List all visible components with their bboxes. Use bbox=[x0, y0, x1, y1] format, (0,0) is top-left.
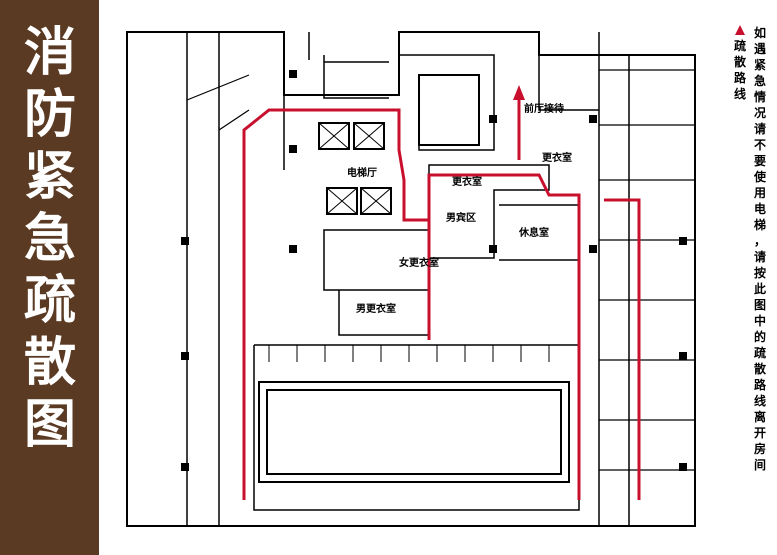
elevator bbox=[318, 122, 350, 150]
title-char: 紧 bbox=[23, 147, 76, 207]
floor-plan: 前厅接待 电梯厅 更衣室 男宾区 休息室 女更衣室 男更衣室 更衣室 bbox=[99, 0, 723, 555]
corridor-wall bbox=[186, 74, 250, 131]
instruction-char: 此 bbox=[753, 282, 766, 296]
instruction-char: 电 bbox=[753, 202, 766, 216]
route-line bbox=[242, 108, 581, 500]
title-char: 疏 bbox=[23, 271, 76, 331]
pool-room-wall bbox=[253, 344, 580, 511]
room-label-locker-room: 更衣室 bbox=[452, 175, 482, 188]
instruction-char: 况 bbox=[753, 106, 766, 120]
instruction-char: 线 bbox=[753, 394, 766, 408]
legend-char: 散 bbox=[733, 55, 746, 69]
title-char: 急 bbox=[23, 209, 76, 269]
elevator-cross bbox=[318, 122, 392, 215]
instruction-char: 按 bbox=[753, 266, 766, 280]
corridor-wall bbox=[186, 32, 220, 526]
title-char: 消 bbox=[23, 23, 76, 83]
instruction-char: 如 bbox=[753, 26, 766, 40]
instruction-char: 遇 bbox=[753, 42, 766, 56]
instruction-char: 中 bbox=[753, 314, 766, 328]
room-label-front-desk: 前厅接待 bbox=[524, 102, 564, 115]
inner-wall bbox=[283, 32, 389, 170]
legend-char: 路 bbox=[733, 71, 746, 85]
legend: 疏 散 路 线 bbox=[733, 25, 747, 102]
instruction-char: 离 bbox=[753, 410, 766, 424]
elevator bbox=[353, 122, 385, 150]
evacuation-instruction: 如遇紧急情况请不要使用电梯，请按此图中的疏散路线离开房间 bbox=[752, 25, 768, 473]
instruction-char: 路 bbox=[753, 378, 766, 392]
instruction-char: 紧 bbox=[753, 58, 766, 72]
legend-panel bbox=[723, 0, 777, 555]
room-label-lounge: 休息室 bbox=[518, 226, 549, 239]
map-title: 消 防 紧 急 疏 散 图 bbox=[18, 22, 82, 456]
outer-wall bbox=[126, 31, 696, 527]
instruction-char: 情 bbox=[753, 90, 766, 104]
floor-plan-drawing: 前厅接待 电梯厅 更衣室 男宾区 休息室 女更衣室 男更衣室 更衣室 bbox=[126, 31, 696, 527]
elevator-core bbox=[418, 74, 480, 146]
locker-wall bbox=[323, 229, 430, 336]
legend-char: 疏 bbox=[733, 39, 746, 53]
evacuation-route bbox=[242, 98, 641, 500]
instruction-char: 梯 bbox=[753, 218, 766, 232]
instruction-char: 疏 bbox=[753, 346, 766, 360]
instruction-char: 间 bbox=[753, 458, 766, 472]
instruction-char: 使 bbox=[753, 170, 766, 184]
legend-char: 线 bbox=[733, 87, 746, 101]
room-label-small-room: 更衣室 bbox=[542, 151, 572, 164]
title-panel: 消 防 紧 急 疏 散 图 bbox=[0, 0, 99, 555]
elevator bbox=[360, 187, 392, 215]
title-char: 散 bbox=[23, 333, 76, 393]
inner-wall bbox=[538, 55, 599, 111]
instruction-char: 散 bbox=[753, 362, 766, 376]
instruction-char: 用 bbox=[753, 186, 766, 200]
room-label-mens-locker: 男更衣室 bbox=[356, 302, 396, 315]
instruction-char: 开 bbox=[753, 426, 766, 440]
title-char: 图 bbox=[23, 395, 76, 455]
instruction-char: 请 bbox=[753, 122, 766, 136]
elevator bbox=[326, 187, 358, 215]
pool-inner bbox=[266, 389, 562, 475]
instruction-char: 图 bbox=[753, 298, 766, 312]
instruction-char: 急 bbox=[753, 74, 766, 88]
inner-wall bbox=[599, 69, 695, 471]
room-label-womens-locker: 女更衣室 bbox=[399, 256, 439, 269]
mens-area-wall bbox=[428, 164, 550, 259]
inner-wall bbox=[598, 32, 630, 526]
instruction-char: 要 bbox=[753, 154, 766, 168]
instruction-char: 不 bbox=[753, 138, 766, 152]
shower-stall bbox=[268, 345, 550, 362]
pool-outer bbox=[258, 381, 570, 483]
instruction-char: 的 bbox=[753, 330, 766, 344]
room-label-elevator-hall: 电梯厅 bbox=[347, 166, 377, 179]
room-label-mens-guest-area: 男宾区 bbox=[446, 211, 476, 224]
title-char: 防 bbox=[23, 85, 76, 145]
route-line bbox=[604, 198, 641, 500]
structural-columns bbox=[181, 70, 687, 471]
instruction-char: 请 bbox=[753, 250, 766, 264]
instruction-char: ， bbox=[753, 234, 766, 248]
route-marker-icon bbox=[735, 25, 745, 35]
instruction-char: 房 bbox=[753, 442, 766, 456]
route-arrow-head bbox=[513, 85, 525, 100]
